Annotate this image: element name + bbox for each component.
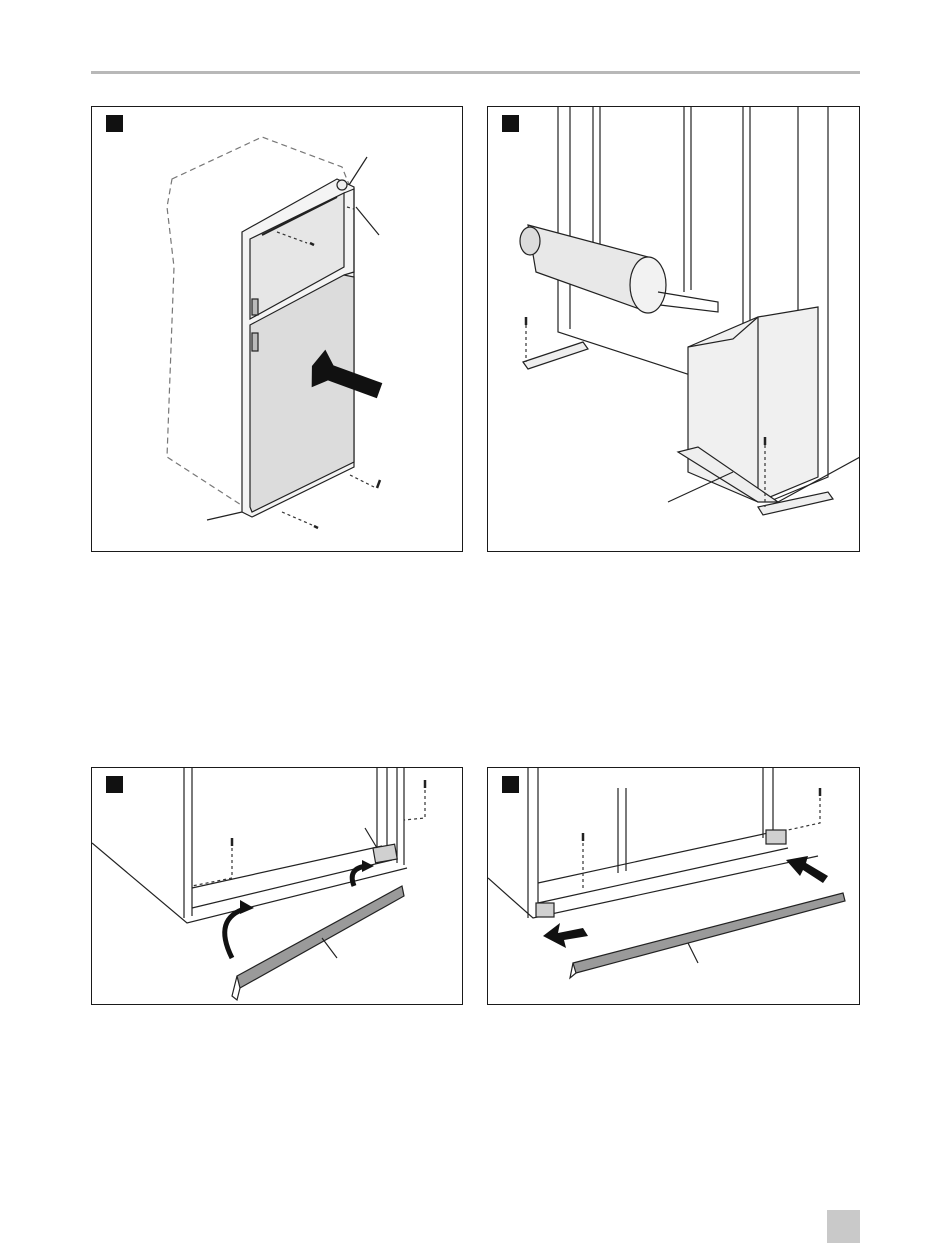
header-rule xyxy=(91,71,860,74)
figure-2-panel xyxy=(487,106,860,552)
base-cover-push-illustration xyxy=(488,768,860,1005)
page-tab-marker xyxy=(827,1210,860,1243)
figure-3-panel xyxy=(91,767,463,1005)
figure-1-panel xyxy=(91,106,463,552)
base-cover-tilt-illustration xyxy=(92,768,463,1005)
figure-4-panel xyxy=(487,767,860,1005)
refrigerator-insertion-illustration xyxy=(92,107,463,552)
refrigerator-rear-illustration xyxy=(488,107,860,552)
